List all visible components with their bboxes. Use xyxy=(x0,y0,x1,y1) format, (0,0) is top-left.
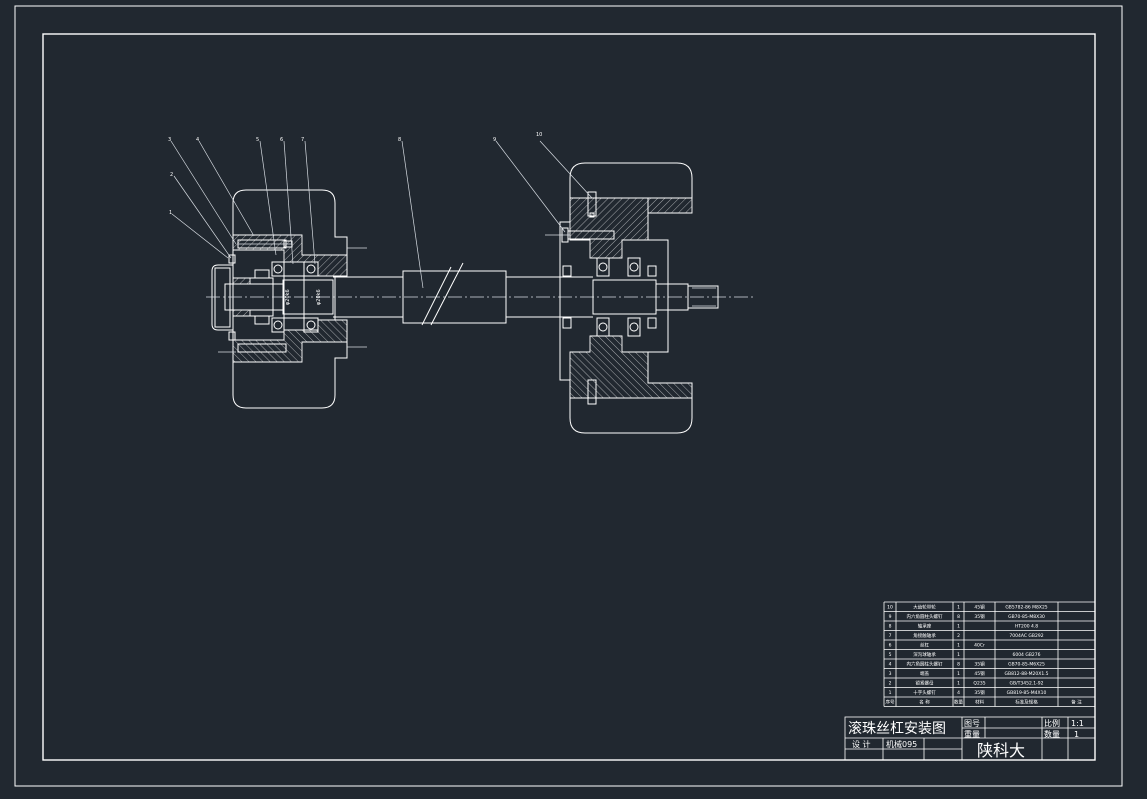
callout-6: 6 xyxy=(280,137,283,143)
callout-1: 1 xyxy=(169,210,172,216)
drawing-no-label: 图号 xyxy=(964,719,980,728)
parts-cell-standard: HT200 4.8 xyxy=(1015,624,1038,630)
title-block: 滚珠丝杠安装图 图号 重量 比例 1:1 数量 1 设 计 机械095 陕科大 xyxy=(844,716,1096,761)
outer-border xyxy=(14,5,1123,787)
parts-cell-qty: 1 xyxy=(957,605,960,611)
callout-leaders xyxy=(170,140,593,289)
parts-cell-material: Q235 xyxy=(973,681,985,687)
callout-5: 5 xyxy=(256,137,259,143)
parts-cell-name: 端盖 xyxy=(920,670,929,677)
parts-cell-no: 9 xyxy=(889,614,892,620)
design-label: 设 计 xyxy=(852,739,871,749)
parts-header-name: 名 称 xyxy=(919,699,930,706)
parts-cell-qty: 1 xyxy=(957,624,960,630)
callout-7: 7 xyxy=(301,137,304,143)
parts-cell-no: 2 xyxy=(889,681,892,687)
parts-cell-name: 轴承座 xyxy=(918,623,932,630)
parts-cell-name: 内六角圆柱头螺钉 xyxy=(907,661,943,668)
parts-cell-no: 6 xyxy=(889,643,892,649)
parts-cell-qty: 1 xyxy=(957,643,960,649)
parts-cell-no: 10 xyxy=(887,605,893,611)
parts-list: 10 大齿轮带轮 1 45钢 GB5782-86 M8X25 9 内六角圆柱头螺钉 8 35钢 G… xyxy=(883,601,1096,707)
school-name: 陕科大 xyxy=(977,741,1025,760)
parts-cell-material: 45钢 xyxy=(974,604,985,611)
scale-label: 比例 xyxy=(1044,718,1060,728)
parts-cell-no: 4 xyxy=(889,662,892,668)
parts-cell-name: 深沟球轴承 xyxy=(913,651,936,658)
qty-value: 1 xyxy=(1074,730,1079,739)
parts-cell-name: 内六角圆柱头螺钉 xyxy=(907,613,943,620)
right-bearing-housing xyxy=(545,162,693,434)
callout-9: 9 xyxy=(493,137,496,143)
ball-screw-shaft: φ20k6 φ20k6 xyxy=(206,262,756,326)
parts-cell-standard: GB70-85-M8X30 xyxy=(1008,614,1045,620)
parts-cell-material: 35钢 xyxy=(974,661,985,668)
parts-cell-qty: 1 xyxy=(957,681,960,687)
parts-cell-standard: GB/T3452.1-92 xyxy=(1010,681,1044,687)
parts-cell-standard: GB5782-86 M8X25 xyxy=(1005,605,1047,611)
parts-cell-name: 锁紧螺母 xyxy=(916,680,934,687)
parts-cell-no: 5 xyxy=(889,652,892,658)
parts-cell-qty: 4 xyxy=(957,690,960,696)
parts-cell-qty: 8 xyxy=(957,614,960,620)
inner-frame xyxy=(42,33,1096,761)
parts-cell-standard: 7004AC GB292 xyxy=(1009,633,1043,639)
parts-header-material: 材料 xyxy=(975,699,984,706)
callout-numbers: 1 2 3 4 5 6 7 8 9 10 xyxy=(168,132,542,216)
parts-cell-no: 8 xyxy=(889,624,892,630)
parts-header-no: 序号 xyxy=(886,699,895,706)
callout-2: 2 xyxy=(170,172,173,178)
parts-cell-no: 3 xyxy=(889,671,892,677)
parts-cell-standard: GB70-85-M6X25 xyxy=(1008,662,1045,668)
parts-cell-name: 丝杠 xyxy=(920,642,929,649)
callout-8: 8 xyxy=(398,137,401,143)
parts-cell-material: 35钢 xyxy=(974,613,985,620)
scale-value: 1:1 xyxy=(1071,719,1084,728)
left-journal-label: φ20k6 xyxy=(285,289,291,305)
designer-name: 机械095 xyxy=(886,739,917,749)
parts-cell-qty: 1 xyxy=(957,652,960,658)
parts-cell-standard: GB812-88-M20X1.5 xyxy=(1005,671,1049,677)
callout-3: 3 xyxy=(168,137,171,143)
parts-cell-material: 45钢 xyxy=(974,670,985,677)
callout-4: 4 xyxy=(196,137,199,143)
parts-cell-name: 大齿轮带轮 xyxy=(913,604,936,611)
parts-cell-material: 40Cr xyxy=(974,643,985,649)
parts-cell-no: 7 xyxy=(889,633,892,639)
parts-cell-qty: 1 xyxy=(957,671,960,677)
parts-cell-qty: 8 xyxy=(957,662,960,668)
parts-cell-no: 1 xyxy=(889,690,892,696)
parts-cell-name: 十字头螺钉 xyxy=(913,689,936,696)
left-bearing-assembly xyxy=(211,189,367,409)
weight-label: 重量 xyxy=(964,729,980,739)
parts-cell-material: 35钢 xyxy=(974,689,985,696)
parts-header-standard: 标准及规格 xyxy=(1015,699,1038,706)
parts-cell-qty: 2 xyxy=(957,633,960,639)
right-journal-label: φ20k6 xyxy=(316,289,322,305)
parts-cell-standard: 6004 GB276 xyxy=(1012,652,1040,658)
callout-10: 10 xyxy=(536,132,542,138)
parts-cell-name: 角接触轴承 xyxy=(913,632,936,639)
parts-header-qty: 数量 xyxy=(954,699,963,706)
parts-cell-standard: GB819-85-M4X10 xyxy=(1007,690,1047,696)
qty-label: 数量 xyxy=(1044,729,1060,739)
parts-header-remark: 备 注 xyxy=(1071,699,1082,706)
drawing-title: 滚珠丝杠安装图 xyxy=(848,720,946,737)
